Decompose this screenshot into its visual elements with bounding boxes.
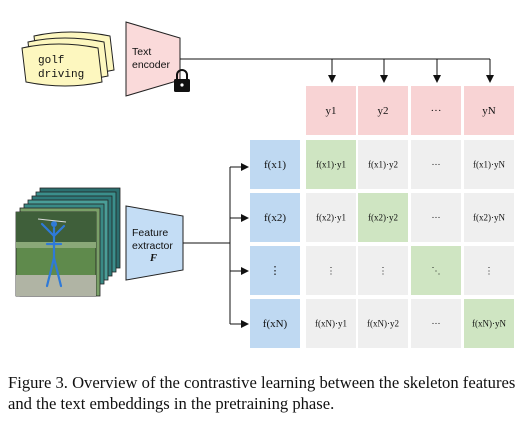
feature-header-label-3: ⋮ <box>270 265 281 277</box>
similarity-cell-label-1-1: f(x1)·y1 <box>316 160 346 170</box>
similarity-cell-label-2-2: f(x2)·y2 <box>368 213 398 223</box>
similarity-cell-3-2 <box>358 246 408 295</box>
similarity-cell-2-3 <box>411 193 461 242</box>
similarity-matrix: y1 y2 ··· yN f(x1) f(x2) ⋮ f(xN) f(x1)·y1 f(x1)·y… <box>250 86 514 348</box>
similarity-cell-label-2-4: f(x2)·yN <box>473 213 505 223</box>
similarity-cell-label-2-1: f(x2)·y1 <box>316 213 346 223</box>
feature-connectors <box>183 163 249 328</box>
similarity-cell-4-4 <box>464 299 514 348</box>
feature-extractor-symbol: F <box>149 253 157 264</box>
text-input-pages: golf driving <box>21 31 115 87</box>
similarity-cell-label-3-2: ⋮ <box>379 266 388 276</box>
similarity-cell-label-1-3: ··· <box>432 160 441 170</box>
similarity-cell-label-3-3: ⋱ <box>432 266 441 276</box>
similarity-cell-4-2 <box>358 299 408 348</box>
input-text-line-2: driving <box>38 69 84 81</box>
text-embedding-header-3 <box>411 86 461 135</box>
text-embedding-header-label-1: y1 <box>326 105 337 117</box>
feature-header-4 <box>250 299 300 348</box>
input-text-line-1: golf <box>38 55 64 67</box>
text-embedding-header-1 <box>306 86 356 135</box>
text-encoder-label-2: encoder <box>132 59 170 71</box>
similarity-cell-1-2 <box>358 140 408 189</box>
feature-header-label-1: f(x1) <box>264 159 286 171</box>
similarity-cell-label-1-2: f(x1)·y2 <box>368 160 398 170</box>
similarity-cell-label-2-3: ··· <box>432 213 441 223</box>
similarity-cell-label-4-1: f(xN)·y1 <box>315 319 347 329</box>
similarity-cell-1-3 <box>411 140 461 189</box>
feature-header-label-2: f(x2) <box>264 212 286 224</box>
similarity-cell-label-4-4: f(xN)·yN <box>472 319 506 329</box>
feature-header-2 <box>250 193 300 242</box>
similarity-cell-3-1 <box>306 246 356 295</box>
similarity-cell-3-4 <box>464 246 514 295</box>
text-embedding-header-4 <box>464 86 514 135</box>
similarity-cell-2-2 <box>358 193 408 242</box>
text-embedding-header-label-2: y2 <box>378 105 389 117</box>
similarity-cell-label-3-1: ⋮ <box>327 266 336 276</box>
golfer-photo <box>15 211 97 297</box>
similarity-cell-label-3-4: ⋮ <box>485 266 494 276</box>
text-encoder-label-1: Text <box>132 46 151 58</box>
text-embedding-header-2 <box>358 86 408 135</box>
feature-header-1 <box>250 140 300 189</box>
similarity-cell-4-3 <box>411 299 461 348</box>
feature-header-label-4: f(xN) <box>263 318 288 330</box>
text-embedding-header-label-3: ··· <box>431 105 442 117</box>
feature-extractor: Feature extractor F <box>125 205 184 281</box>
feature-header-3 <box>250 246 300 295</box>
feature-extractor-label-2: extractor <box>132 240 173 252</box>
similarity-cell-label-1-4: f(x1)·yN <box>473 160 505 170</box>
feature-extractor-label-1: Feature <box>132 227 168 239</box>
figure-caption: Figure 3. Overview of the contrastive le… <box>8 373 516 413</box>
similarity-cell-label-4-3: ··· <box>432 319 441 329</box>
similarity-cell-4-1 <box>306 299 356 348</box>
similarity-cell-3-3 <box>411 246 461 295</box>
text-encoder: Text encoder <box>125 21 181 97</box>
text-embedding-connectors <box>180 58 494 83</box>
similarity-cell-1-1 <box>306 140 356 189</box>
similarity-cell-2-1 <box>306 193 356 242</box>
similarity-cell-1-4 <box>464 140 514 189</box>
lock-icon <box>174 69 190 92</box>
similarity-cell-label-4-2: f(xN)·y2 <box>367 319 399 329</box>
text-embedding-header-label-4: yN <box>482 105 496 117</box>
similarity-cell-2-4 <box>464 193 514 242</box>
